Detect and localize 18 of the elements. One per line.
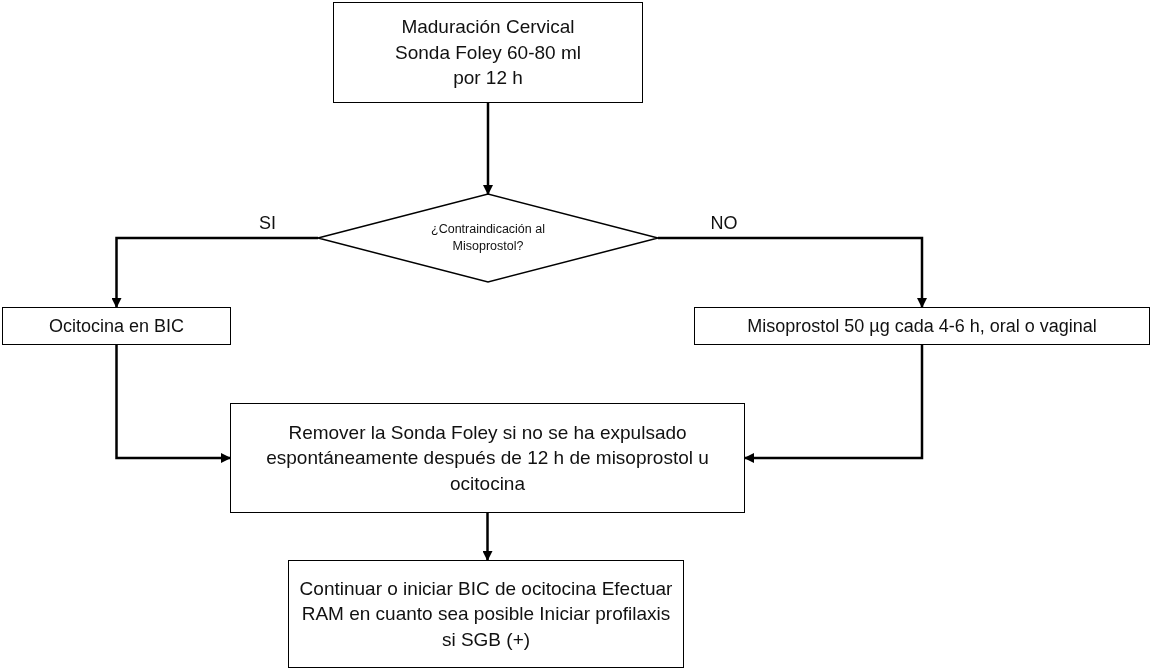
node-text: Continuar o iniciar BIC de ocitocina Efectuar RAM en cuanto sea posible Iniciar profilaxis si SGB (+)	[298, 576, 674, 652]
process-box	[694, 307, 1150, 345]
arrow	[483, 103, 493, 195]
arrow	[115, 345, 231, 463]
node-text: Remover la Sonda Foley si no se ha expulsado espontáneamente después de 12 h de misoprostol u ocitocina	[265, 420, 710, 496]
node-text: ¿Contraindicación al Misoprostol?	[430, 221, 546, 255]
process-box	[230, 403, 745, 513]
node-text: Maduración Cervical Sonda Foley 60-80 ml por 12 h	[394, 15, 582, 91]
process-box	[2, 307, 231, 345]
process-box	[288, 560, 684, 668]
decision-diamond	[318, 194, 658, 282]
arrow	[111, 236, 318, 308]
arrow	[482, 513, 493, 561]
process-box	[333, 2, 643, 103]
arrow	[658, 236, 927, 308]
arrow	[744, 345, 924, 463]
node-text: Misoprostol 50 µg cada 4-6 h, oral o vaginal	[747, 314, 1097, 338]
node-text: Ocitocina en BIC	[48, 314, 185, 338]
